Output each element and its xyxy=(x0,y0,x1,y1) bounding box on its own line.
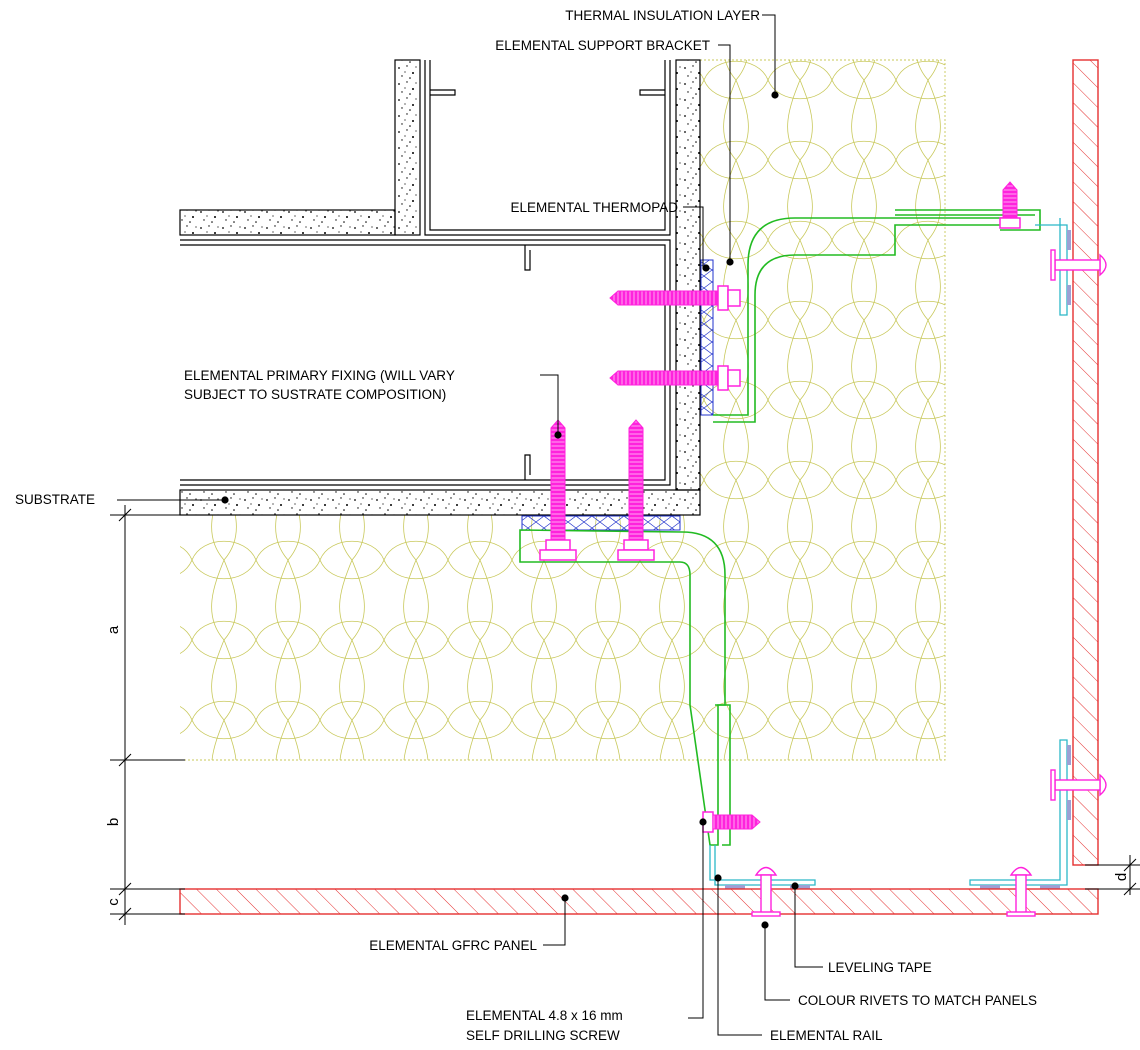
substrate xyxy=(179,59,701,516)
label-rail: ELEMENTAL RAIL xyxy=(770,1028,883,1043)
rivet-bottom-right xyxy=(1006,866,1036,917)
label-leveling-tape: LEVELING TAPE xyxy=(828,960,932,975)
label-gfrc-panel: ELEMENTAL GFRC PANEL xyxy=(369,938,537,953)
primary-fixing-slab-right xyxy=(617,419,655,561)
label-thermopad: ELEMENTAL THERMOPAD xyxy=(510,200,678,215)
thermal-insulation-layer xyxy=(180,59,946,761)
leader-dots xyxy=(221,91,799,929)
steel-channel xyxy=(180,60,671,486)
rivets xyxy=(751,249,1107,917)
rivet-wall-upper xyxy=(1050,249,1107,281)
dimension-a: a xyxy=(105,625,122,634)
label-support-bracket: ELEMENTAL SUPPORT BRACKET xyxy=(495,38,710,53)
primary-fixing-slab-left xyxy=(539,419,577,561)
annotation-labels: THERMAL INSULATION LAYER ELEMENTAL SUPPO… xyxy=(15,8,1037,1043)
rivet-bottom-left xyxy=(751,866,781,917)
label-rivets: COLOUR RIVETS TO MATCH PANELS xyxy=(798,993,1037,1008)
rivet-wall-lower xyxy=(1050,769,1107,801)
self-drilling-screw-rail xyxy=(702,811,761,833)
dimension-d: d xyxy=(1113,873,1130,881)
label-thermal-insulation: THERMAL INSULATION LAYER xyxy=(565,8,760,23)
label-screw-line1: ELEMENTAL 4.8 x 16 mm xyxy=(466,1008,623,1023)
label-substrate: SUBSTRATE xyxy=(15,492,95,507)
label-primary-fixing-line1: ELEMENTAL PRIMARY FIXING (WILL VARY xyxy=(184,368,455,383)
label-screw-line2: SELF DRILLING SCREW xyxy=(466,1028,620,1043)
leveling-tape xyxy=(725,230,1071,889)
dimension-lines xyxy=(110,505,1140,925)
self-drilling-screws xyxy=(702,181,1021,833)
dimension-b: b xyxy=(105,818,122,826)
lower-support-bracket xyxy=(519,529,731,846)
primary-fixing-upper xyxy=(609,285,741,311)
primary-fixings xyxy=(539,285,741,561)
dimension-c: c xyxy=(105,898,122,906)
primary-fixing-middle xyxy=(609,365,741,391)
self-drilling-screw-top xyxy=(999,181,1021,229)
gfrc-panel xyxy=(179,59,1099,915)
leader-lines xyxy=(117,14,823,1036)
label-primary-fixing-line2: SUBJECT TO SUSTRATE COMPOSITION) xyxy=(184,387,446,402)
